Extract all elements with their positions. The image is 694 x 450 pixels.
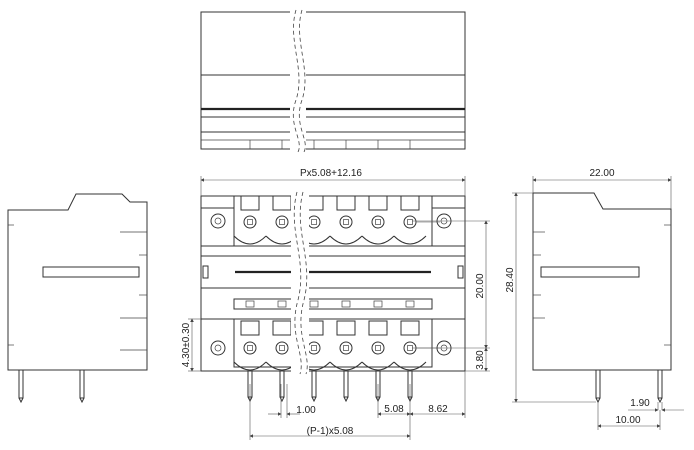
total-height-label: 28.40 [505,267,516,292]
overall-width-label: Px5.08+12.16 [300,168,362,179]
left-side-view [7,193,148,404]
lower-terminal-screw-icon [243,341,257,355]
upper-terminal-clamp [336,195,356,211]
lower-screw-slot [311,345,317,351]
lower-terminal-clamp [400,320,420,336]
lower-screw-slot [375,345,381,351]
lower-terminal-clamp [272,320,292,336]
lower-terminal-tab [341,300,351,308]
pin-width-label: 1.00 [296,405,316,416]
upper-row-label: 20.00 [475,273,486,298]
dim-upper-row: 20.00 [412,220,490,349]
lower-terminal-tab [373,300,383,308]
dim-depth: 22.00 [532,168,672,209]
front-view [200,191,466,403]
lower-terminal-screw-icon [371,341,385,355]
dim-lower-row: 3.80 [465,347,490,372]
lower-terminal-clamp [240,320,260,336]
lower-row-label: 3.80 [475,350,486,370]
pin-offset-label: 4.30±0.30 [181,322,192,367]
dim-end-offset: 8.62 [409,371,466,418]
pin-length-label: 10.00 [615,415,640,426]
upper-terminal-arc [329,235,363,245]
solder-pin-tip [343,396,349,403]
depth-label: 22.00 [589,168,614,179]
dim-pin-thickness: 1.90 [628,398,684,412]
lower-terminal-arc [233,361,267,371]
upper-screw-slot [279,219,285,225]
lower-terminal-arc [361,361,395,371]
upper-terminal-screw-icon [371,215,385,229]
solder-pin [343,370,349,398]
upper-terminal-screw-icon [243,215,257,229]
dim-total-height: 28.40 [505,192,596,403]
top-view [200,9,466,153]
dim-overall-width: Px5.08+12.16 [200,168,466,196]
upper-terminal-clamp [272,195,292,211]
upper-terminal-screw-icon [339,215,353,229]
mount-screw-bl-icon [210,340,226,356]
right-side-view [532,192,672,404]
dim-pin-width: 1.00 [268,384,316,418]
upper-screw-slot [343,219,349,225]
pin-thickness-label: 1.90 [630,398,650,409]
upper-terminal-arc [393,235,427,245]
upper-terminal-clamp [240,195,260,211]
dim-pin-span: (P-1)x5.08 [249,384,411,440]
pin-span-label: (P-1)x5.08 [307,426,354,437]
lower-terminal-screw-icon [307,341,321,355]
end-offset-label: 8.62 [428,404,448,415]
mount-screw-tl-icon [210,213,226,229]
lower-terminal-screw-icon [339,341,353,355]
upper-terminal-arc [361,235,395,245]
solder-pin-tip [311,396,317,403]
lower-terminal-arc [329,361,363,371]
solder-pin [311,370,317,398]
upper-screw-slot [407,219,413,225]
lower-screw-slot [279,345,285,351]
lower-terminal-tab [405,300,415,308]
upper-terminal-screw-icon [403,215,417,229]
lower-terminal-clamp [368,320,388,336]
upper-terminal-screw-icon [307,215,321,229]
upper-terminal-screw-icon [275,215,289,229]
solder-pin [279,370,285,398]
lower-terminal-tab [245,300,255,308]
upper-terminal-arc [233,235,267,245]
dim-pin-length: 10.00 [597,402,661,430]
solder-pin-tip [279,396,285,403]
lower-terminal-arc [393,361,427,371]
lower-screw-slot [247,345,253,351]
lower-terminal-tab [277,300,287,308]
upper-screw-slot [247,219,253,225]
upper-terminal-clamp [368,195,388,211]
upper-screw-slot [375,219,381,225]
lower-terminal-clamp [336,320,356,336]
lower-terminal-tab [309,300,319,308]
upper-terminal-clamp [400,195,420,211]
lower-screw-slot [343,345,349,351]
dim-pin-offset: 4.30±0.30 [181,318,201,372]
pitch-label: 5.08 [384,404,404,415]
upper-screw-slot [311,219,317,225]
lower-terminal-screw-icon [275,341,289,355]
dim-pitch: 5.08 [377,384,411,418]
